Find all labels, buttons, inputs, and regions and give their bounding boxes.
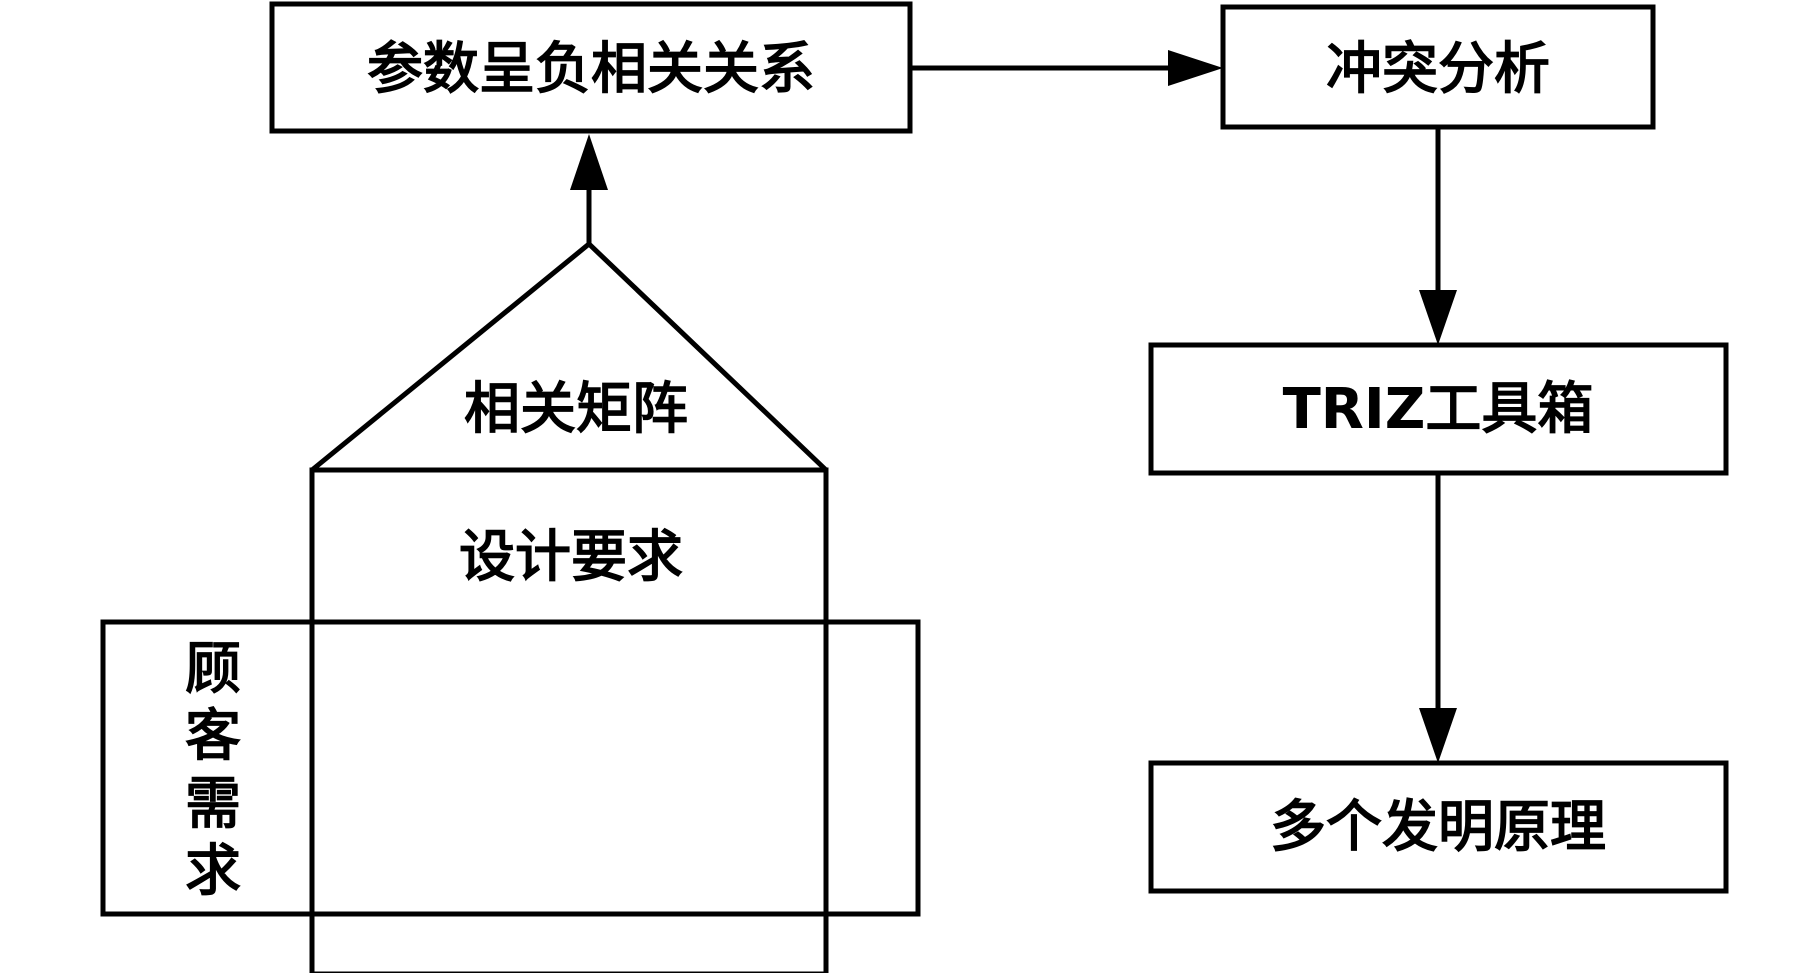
conflict-analysis-label: 冲突分析 (1326, 37, 1550, 102)
customer-requirements-char: 需 (185, 772, 241, 837)
negative-correlation-label: 参数呈负相关关系 (367, 37, 815, 102)
customer-requirements-char: 顾 (185, 637, 241, 702)
customer-requirements-char: 求 (185, 839, 241, 904)
triz-toolbox-label: TRIZ工具箱 (1283, 377, 1594, 442)
customer-requirements-block (100, 619, 921, 917)
correlation-matrix-roof (310, 240, 828, 472)
arrowhead-down-1 (1419, 290, 1457, 345)
conflict-analysis-box (1220, 4, 1656, 130)
design-requirements-block (309, 467, 829, 973)
design-requirements-label: 设计要求 (459, 525, 683, 590)
arrowhead-right (1168, 50, 1223, 86)
inventive-principles-label: 多个发明原理 (1270, 795, 1606, 860)
arrowhead-down-2 (1419, 708, 1457, 763)
negative-correlation-box (269, 1, 913, 134)
correlation-matrix-label: 相关矩阵 (464, 377, 688, 442)
customer-requirements-label: 顾 客 需 求 (185, 637, 241, 904)
customer-requirements-char: 客 (185, 704, 241, 769)
arrowhead-up (570, 134, 608, 190)
inventive-principles-box (1148, 760, 1729, 894)
